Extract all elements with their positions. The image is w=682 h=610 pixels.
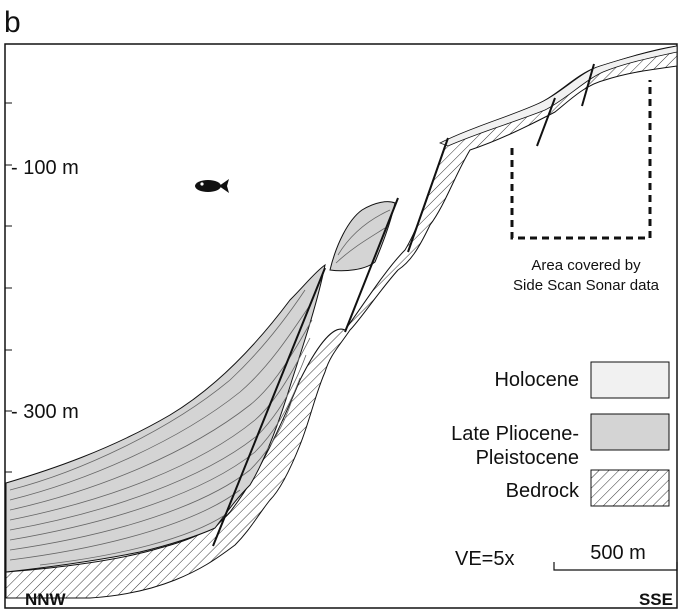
- direction-left-label: NNW: [25, 590, 67, 609]
- panel-label: b: [4, 6, 21, 39]
- lens-bedding: [335, 209, 391, 264]
- vertical-exaggeration: VE=5x: [455, 548, 514, 570]
- legend-swatch-pleistocene: [590, 413, 670, 451]
- legend-label-bedrock: Bedrock: [506, 480, 580, 502]
- depth-label-100m: - 100 m: [11, 157, 79, 179]
- scale-bar-label: 500 m: [590, 542, 646, 564]
- legend-label-holocene: Holocene: [494, 369, 579, 391]
- faults: [212, 63, 595, 547]
- holocene-drape: [439, 45, 678, 147]
- legend: Holocene Late Pliocene- Pleistocene Bedr…: [451, 361, 670, 507]
- legend-label-pleistocene-line1: Late Pliocene-: [451, 423, 579, 445]
- legend-label-pleistocene-line2: Pleistocene: [476, 447, 579, 469]
- sonar-area-label-line1: Area covered by: [531, 257, 641, 274]
- legend-swatch-bedrock: [590, 469, 670, 507]
- fish-icon: [195, 179, 229, 193]
- scale-bar: [553, 562, 678, 571]
- direction-right-label: SSE: [639, 590, 673, 609]
- sonar-area-box: [510, 80, 652, 240]
- sonar-area-label-line2: Side Scan Sonar data: [513, 277, 660, 294]
- pleistocene-wedge: [5, 263, 326, 573]
- figure-frame: [4, 43, 678, 609]
- legend-swatch-holocene: [590, 361, 670, 399]
- depth-label-300m: - 300 m: [11, 401, 79, 423]
- bedrock-layer: [5, 45, 678, 599]
